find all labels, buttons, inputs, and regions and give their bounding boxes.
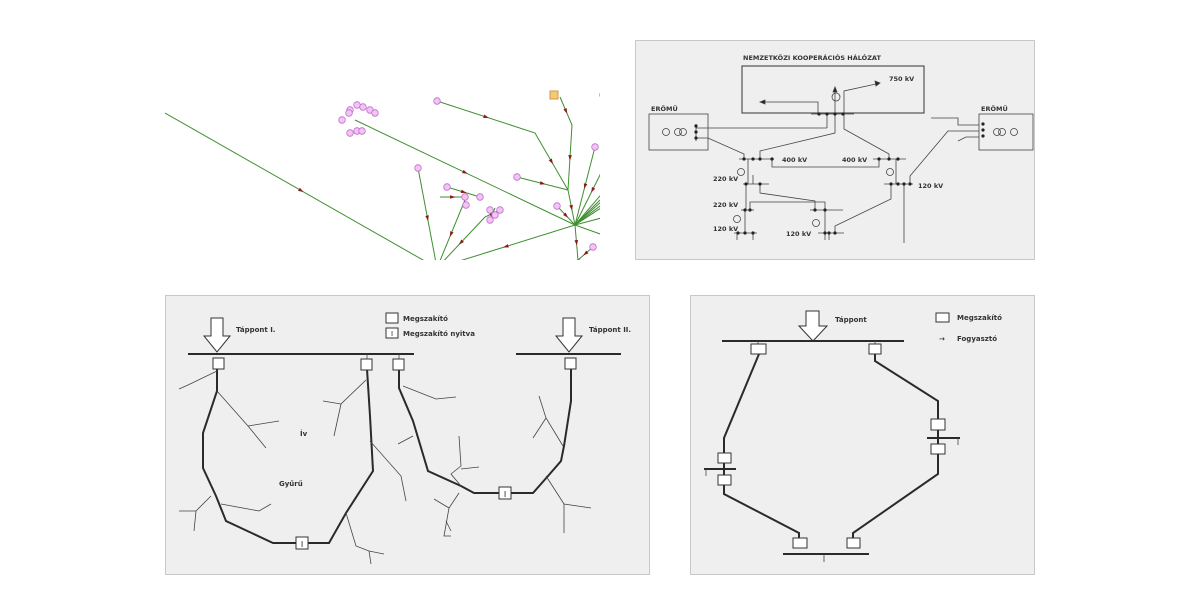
feed-1-label: Táppont I. (236, 326, 275, 334)
network-node (433, 97, 441, 105)
loop-panel: Táppont Megszakító → Fogyasztó (690, 295, 1035, 575)
network-node (462, 201, 470, 209)
network-node (591, 143, 599, 151)
network-edge (443, 216, 486, 260)
network-node (353, 101, 361, 109)
flow-arrow (583, 183, 588, 189)
network-title: NEMZETKÖZI KOOPERÁCIÓS HÁLÓZAT (743, 53, 881, 62)
network-edge (574, 199, 600, 226)
flow-arrow (539, 181, 546, 185)
label-120kv-right: 120 kV (918, 182, 943, 190)
ring-arc-diagram: Megszakító I Megszakító nyitva Táppont I… (178, 312, 631, 565)
network-map-panel (165, 40, 600, 260)
plant-left-label: ERŐMŰ (651, 104, 678, 113)
flow-arrow (569, 204, 573, 211)
feed-arrow-2 (554, 317, 584, 353)
flow-arrow (458, 239, 464, 245)
legend-breaker: Megszakító (957, 314, 1002, 322)
network-node (486, 206, 494, 214)
open-symbol: I (391, 330, 393, 338)
network-node (589, 243, 597, 251)
flow-arrow (591, 187, 596, 193)
arc-label: Ív (300, 429, 308, 438)
flow-arrow (450, 195, 456, 199)
network-edge (574, 217, 600, 226)
flow-arrow (503, 244, 509, 248)
network-node (476, 193, 484, 201)
breaker-legend-icon (935, 312, 950, 323)
network-node (359, 103, 367, 111)
network-node (371, 109, 379, 117)
breaker-legend-icon (385, 312, 399, 324)
label-400kv-right: 400 kV (842, 156, 867, 164)
network-node (486, 216, 494, 224)
open-symbol: I (504, 490, 506, 499)
flow-arrow (574, 239, 579, 246)
flow-arrow (568, 154, 572, 161)
network-edge (559, 96, 573, 191)
network-node (496, 206, 504, 214)
generator-node (549, 90, 559, 100)
network-edge (574, 195, 600, 226)
network-edge (574, 202, 600, 226)
international-network-box (741, 65, 925, 114)
network-node (443, 183, 451, 191)
feed-2-label: Táppont II. (589, 326, 631, 334)
network-edge (439, 199, 466, 260)
network-edge (436, 100, 569, 191)
flow-arrow (563, 212, 569, 218)
loop-diagram: Táppont Megszakító → Fogyasztó (704, 310, 1002, 562)
feed-arrow (797, 310, 829, 342)
flow-arrow (449, 231, 454, 237)
network-node (358, 127, 366, 135)
network-map (165, 90, 600, 260)
voltage-levels-diagram: NEMZETKÖZI KOOPERÁCIÓS HÁLÓZAT 750 kV (648, 53, 1034, 243)
legend-consumer: Fogyasztó (957, 335, 997, 343)
network-node (345, 109, 353, 117)
feed-label: Táppont (835, 316, 867, 324)
flow-arrow (425, 215, 429, 221)
network-edge (574, 208, 600, 226)
network-edge (574, 173, 600, 226)
open-symbol: I (301, 540, 303, 549)
flow-arrow (460, 189, 467, 194)
legend-breaker: Megszakító (403, 315, 448, 323)
ring-arc-panel: Megszakító I Megszakító nyitva Táppont I… (165, 295, 650, 575)
network-edge (460, 224, 576, 260)
label-220kv-b: 220 kV (713, 201, 738, 209)
plant-right-label: ERŐMŰ (981, 104, 1008, 113)
flow-arrow (298, 187, 304, 192)
network-edge (417, 167, 436, 260)
network-node (414, 164, 422, 172)
flow-arrow (548, 158, 554, 165)
label-400kv-left: 400 kV (782, 156, 807, 164)
label-120kv-left: 120 kV (713, 225, 738, 233)
network-edge (574, 224, 600, 235)
feed-arrow-1 (202, 317, 232, 353)
network-node (461, 193, 469, 201)
network-node (346, 129, 354, 137)
network-node (553, 202, 561, 210)
legend-breaker-open: Megszakító nyitva (403, 330, 475, 338)
open-breaker-ring (295, 536, 309, 550)
open-breaker-legend-icon (385, 327, 399, 339)
consumer-arrow-icon: → (939, 335, 945, 343)
label-120kv-mid: 120 kV (786, 230, 811, 238)
network-node (491, 211, 499, 219)
voltage-levels-panel: NEMZETKÖZI KOOPERÁCIÓS HÁLÓZAT 750 kV (635, 40, 1035, 260)
label-750kv: 750 kV (889, 75, 914, 83)
open-breaker-arc (498, 486, 512, 500)
flow-arrow (583, 250, 589, 256)
network-node (513, 173, 521, 181)
label-220kv-a: 220 kV (713, 175, 738, 183)
ring-label: Gyűrű (279, 479, 303, 488)
flow-arrow (462, 169, 468, 174)
network-node (338, 116, 346, 124)
network-edge (165, 112, 424, 260)
flow-arrow (483, 114, 489, 118)
flow-arrow (563, 108, 568, 114)
